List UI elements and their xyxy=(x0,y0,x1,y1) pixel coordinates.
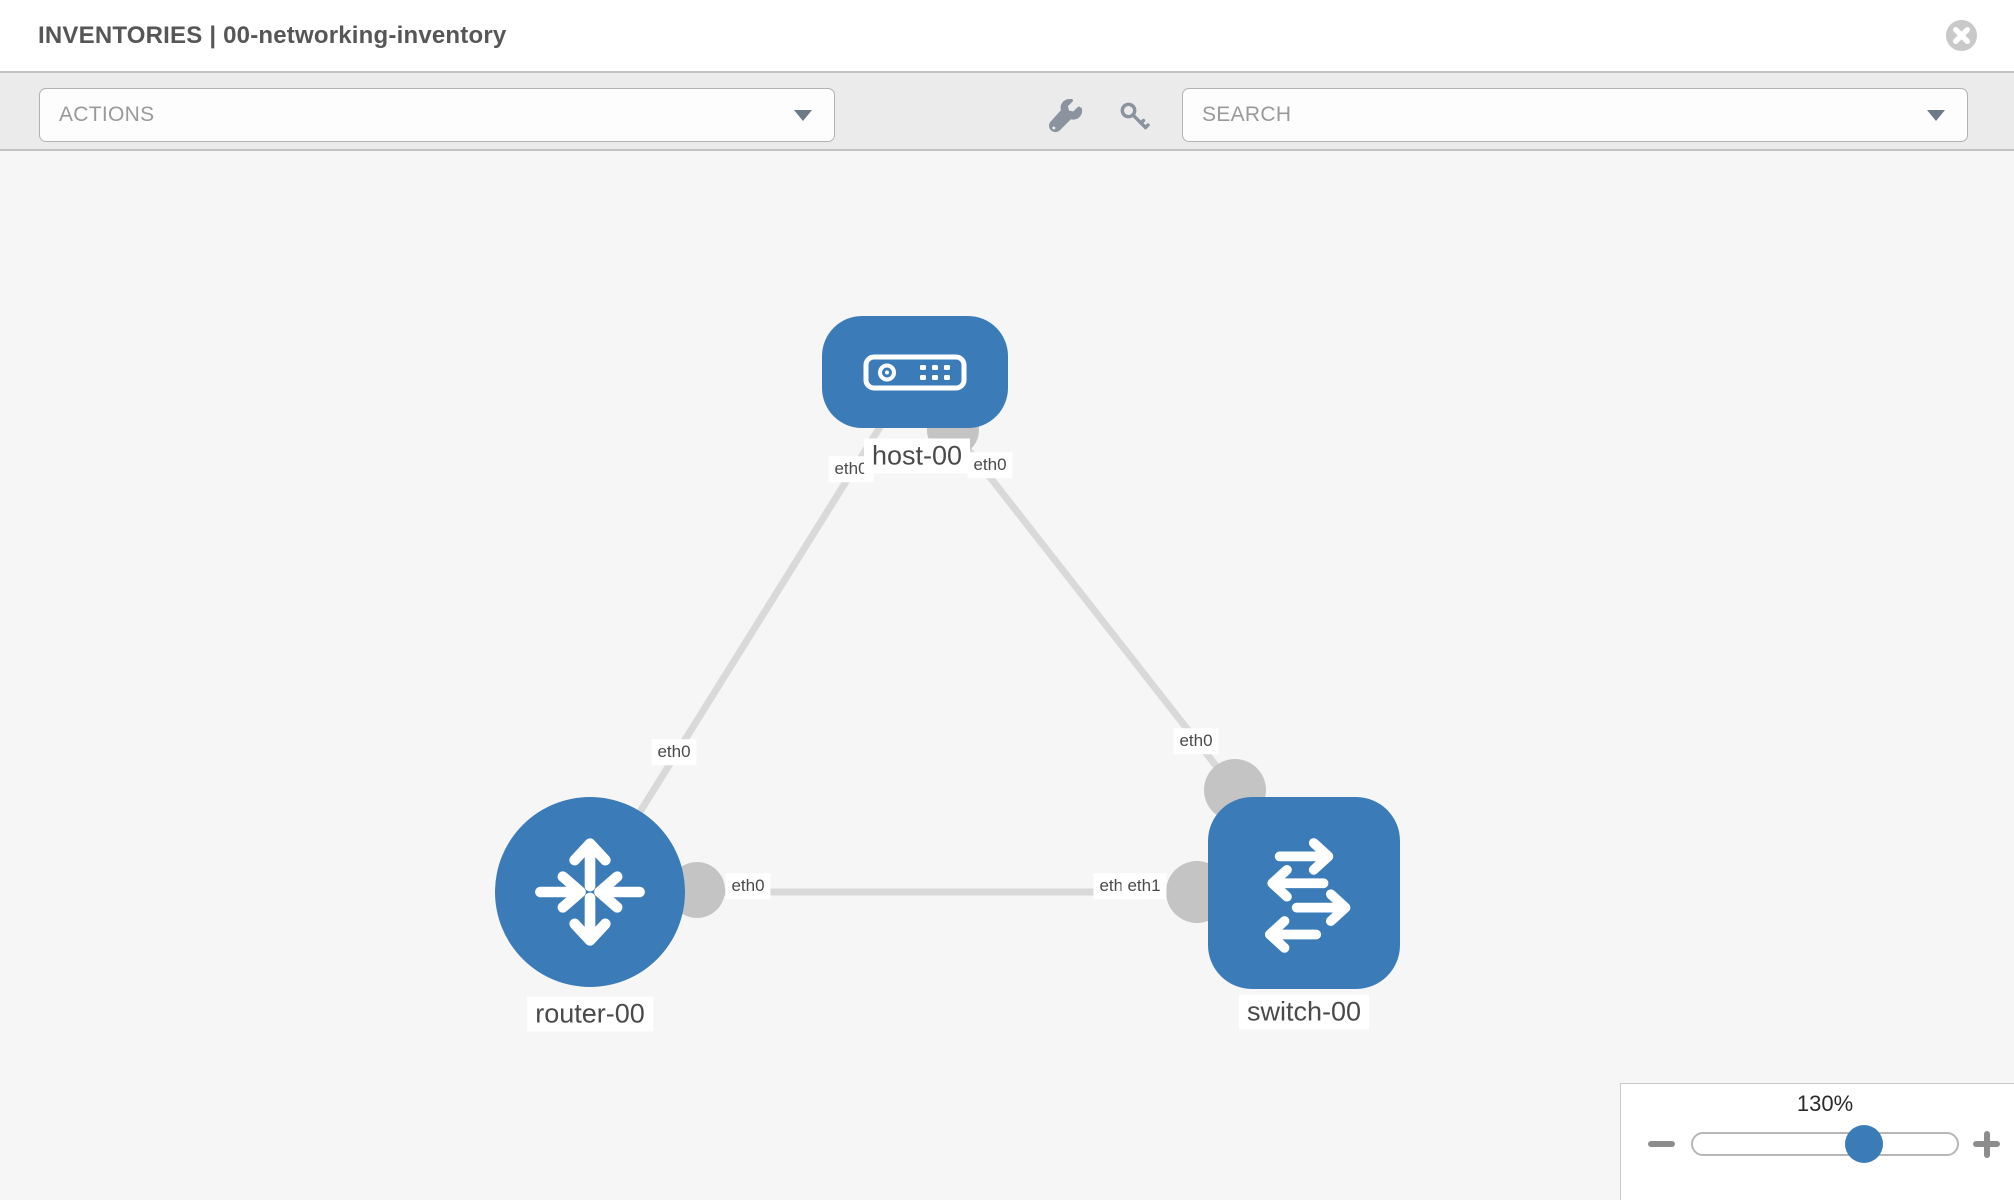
zoom-in-button[interactable] xyxy=(1966,1124,2006,1164)
caret-down-icon xyxy=(1927,109,1945,121)
zoom-value: 130% xyxy=(1796,1091,1854,1116)
page-title: INVENTORIES | 00-networking-inventory xyxy=(38,22,507,49)
caret-down-icon xyxy=(794,109,812,121)
interface-label: eth0 xyxy=(1173,728,1219,754)
configure-button[interactable] xyxy=(1045,95,1087,137)
topology-canvas[interactable]: eth0 eth0 eth0 eth0 eth0 eth0 eth1 host-… xyxy=(0,151,2014,1200)
node-label-host: host-00 xyxy=(863,438,971,474)
interface-label: eth0 xyxy=(967,452,1013,478)
header-bar: INVENTORIES | 00-networking-inventory xyxy=(0,0,2014,71)
actions-dropdown-label: ACTIONS xyxy=(59,103,155,126)
interface-label: eth1 xyxy=(1121,873,1167,899)
edges-layer xyxy=(587,404,1304,923)
key-icon xyxy=(1120,102,1150,130)
node-host[interactable] xyxy=(822,316,1008,428)
zoom-panel: 130% xyxy=(1620,1083,2014,1200)
router-icon xyxy=(535,838,645,946)
switch-icon xyxy=(1264,838,1351,953)
search-placeholder: SEARCH xyxy=(1202,103,1292,126)
minus-icon xyxy=(1648,1141,1675,1147)
wrench-icon xyxy=(1049,99,1083,133)
toolbar: ACTIONS SEARCH xyxy=(0,71,2014,151)
node-router[interactable] xyxy=(495,797,685,987)
close-button[interactable] xyxy=(1945,19,1978,52)
node-switch[interactable] xyxy=(1208,797,1400,989)
zoom-slider-track[interactable] xyxy=(1691,1132,1959,1156)
actions-dropdown[interactable]: ACTIONS xyxy=(39,88,835,142)
zoom-slider-thumb[interactable] xyxy=(1845,1125,1883,1163)
interface-label: eth0 xyxy=(651,739,697,765)
zoom-out-button[interactable] xyxy=(1641,1130,1681,1158)
node-label-router: router-00 xyxy=(527,996,653,1032)
node-label-switch: switch-00 xyxy=(1238,994,1370,1030)
interface-label: eth0 xyxy=(725,873,771,899)
search-dropdown[interactable]: SEARCH xyxy=(1182,88,1968,142)
host-icon xyxy=(863,354,967,390)
close-icon xyxy=(1945,19,1978,52)
credentials-button[interactable] xyxy=(1113,95,1155,137)
